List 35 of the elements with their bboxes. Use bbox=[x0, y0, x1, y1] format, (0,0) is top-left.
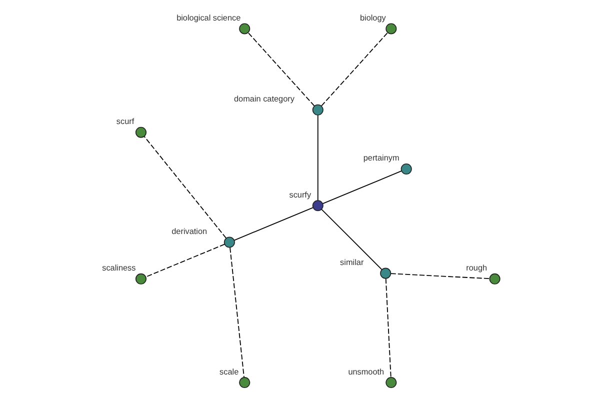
node-label: domain category bbox=[234, 94, 294, 104]
node-circle bbox=[223, 236, 234, 248]
node-label: scale bbox=[219, 367, 238, 376]
node-label: pertainym bbox=[362, 154, 399, 163]
node-circle bbox=[312, 104, 323, 116]
connector bbox=[390, 273, 490, 280]
connector bbox=[233, 207, 314, 241]
connector bbox=[229, 247, 244, 378]
node-circle bbox=[134, 273, 146, 284]
connector bbox=[384, 278, 391, 378]
node-circle bbox=[134, 126, 146, 138]
node-label: similar bbox=[340, 258, 364, 268]
connector bbox=[143, 136, 226, 239]
node-circle bbox=[238, 23, 250, 34]
node-circle bbox=[385, 377, 396, 388]
connector bbox=[144, 244, 225, 278]
node-circle bbox=[312, 200, 323, 212]
node-label: biological science bbox=[176, 13, 240, 22]
connector bbox=[320, 32, 388, 106]
node-circle bbox=[238, 377, 250, 388]
node-label: derivation bbox=[171, 226, 207, 236]
node-circle bbox=[488, 273, 500, 284]
node-label: scurf bbox=[116, 117, 134, 126]
connector bbox=[322, 170, 402, 204]
node-label: scaliness bbox=[102, 264, 136, 273]
node-circle bbox=[380, 268, 391, 279]
node-label: scurfy bbox=[288, 190, 311, 200]
connector bbox=[247, 32, 314, 106]
connector bbox=[320, 208, 382, 270]
node-circle bbox=[385, 23, 396, 34]
node-label: biology bbox=[359, 13, 386, 22]
node-label: rough bbox=[466, 264, 487, 273]
node-label: unsmooth bbox=[348, 367, 384, 376]
connector bbox=[316, 114, 318, 201]
node-circle bbox=[400, 163, 412, 174]
